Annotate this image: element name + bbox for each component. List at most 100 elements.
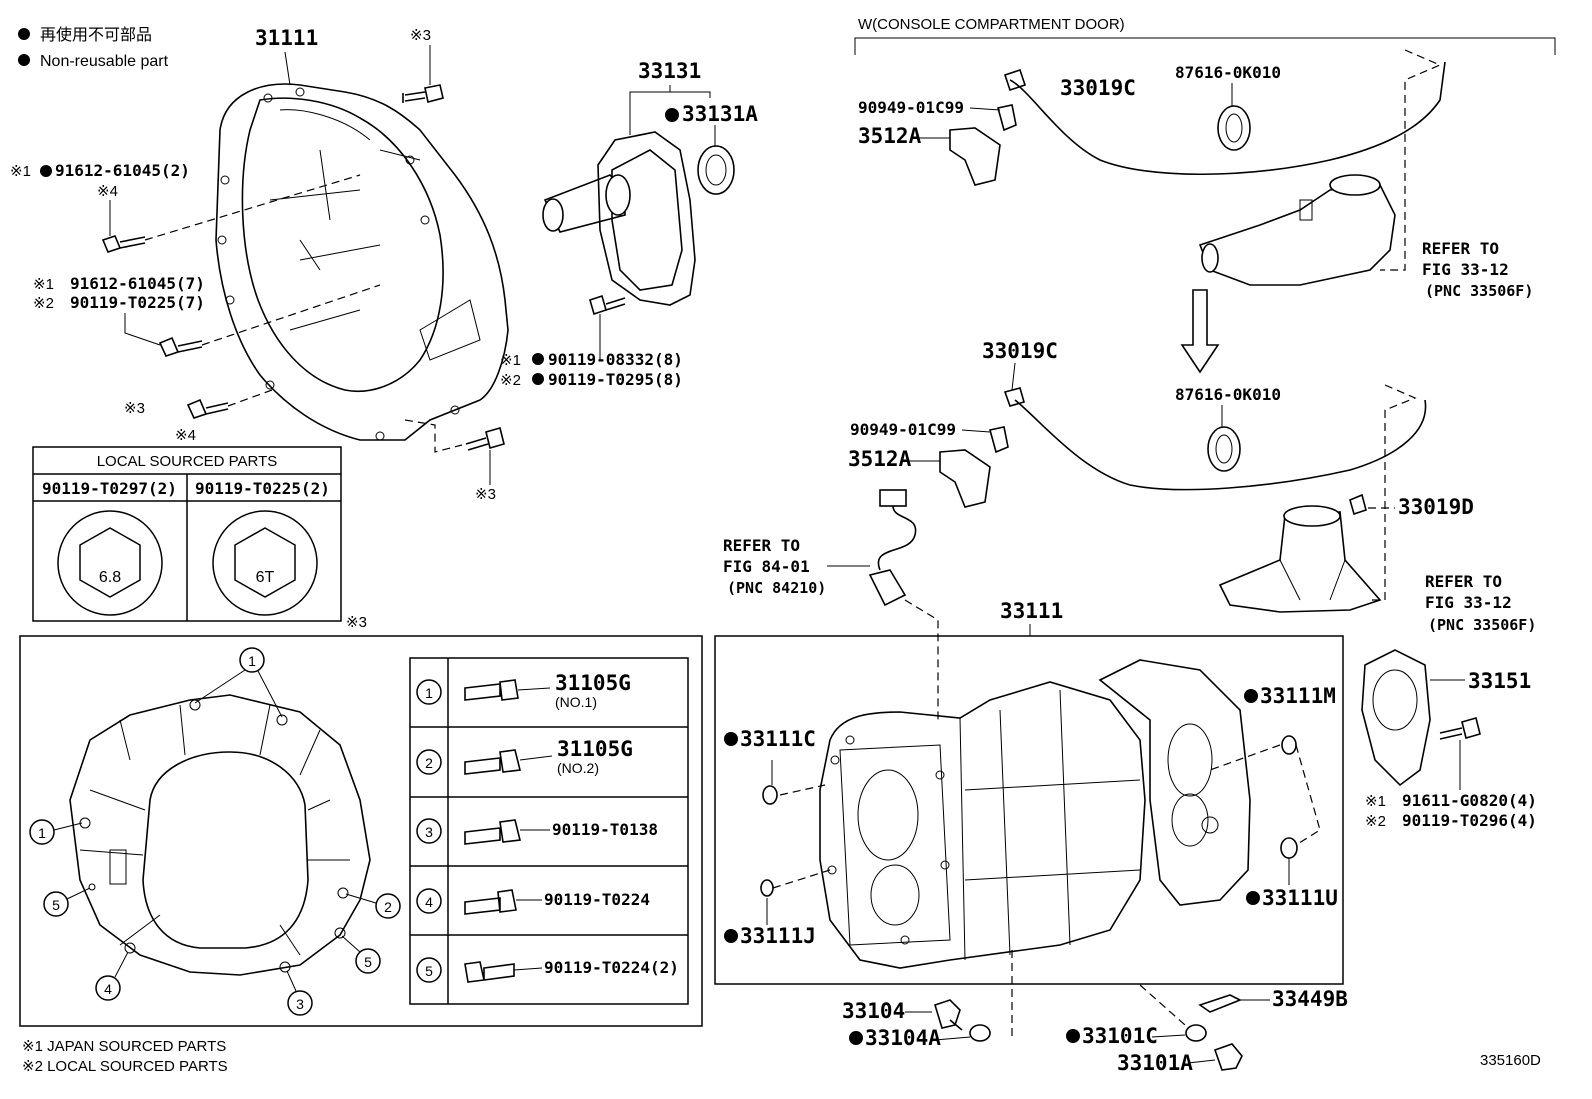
bell-housing-31111[interactable] — [215, 83, 509, 441]
label-91611: 91611-G0820(4) — [1402, 791, 1537, 810]
cable-33019C-mid[interactable] — [1003, 387, 1427, 491]
label-33104: 33104 — [842, 999, 905, 1023]
bolt-left-1-icon — [101, 235, 146, 253]
svg-text:5: 5 — [52, 897, 60, 913]
dowel-33111M[interactable] — [1281, 735, 1297, 755]
figure-id: 335160D — [1480, 1052, 1541, 1069]
bolt-mark-1: 6.8 — [99, 569, 121, 586]
clamp-87616-top[interactable] — [1217, 105, 1251, 151]
label-33131A: 33131A — [682, 102, 758, 126]
label-33151: 33151 — [1468, 669, 1531, 693]
svg-text:3: 3 — [296, 996, 304, 1012]
retainer-33131[interactable] — [542, 131, 696, 306]
dowel-33111C[interactable] — [762, 785, 778, 805]
transmission-case-33111[interactable] — [819, 681, 1146, 969]
label-33101A: 33101A — [1117, 1051, 1193, 1075]
local-parts-col2: 90119-T0225(2) — [195, 479, 330, 498]
gasket-33104A[interactable] — [969, 1024, 991, 1042]
label-90119-T0296: 90119-T0296(4) — [1402, 811, 1537, 830]
svg-text:2: 2 — [425, 755, 433, 771]
bolt-table-row-4: 4 90119-T0224 — [416, 888, 650, 915]
dowel-33111J[interactable] — [760, 879, 774, 897]
plug-33101A[interactable] — [1213, 1043, 1243, 1071]
label-87616-mid: 87616-0K010 — [1175, 385, 1281, 404]
non-reusable-dot-icon — [1246, 891, 1260, 905]
mark2-d: ※2 — [1365, 813, 1386, 830]
mark2-b: ※2 — [33, 295, 54, 312]
label-90949-top: 90949-01C99 — [858, 98, 964, 117]
oil-seal-33131A[interactable] — [697, 145, 735, 195]
refer-left-1: REFER TO — [723, 536, 800, 555]
bolt-head-circle-icon — [57, 510, 163, 616]
bolt-row1-sub: (NO.1) — [555, 694, 597, 710]
bolt-row5-part: 90119-T0224(2) — [544, 958, 679, 977]
note4-a: ※4 — [97, 183, 118, 200]
label-33019D: 33019D — [1398, 495, 1474, 519]
cover-33151[interactable] — [1361, 649, 1431, 787]
label-90119-08332: 90119-08332(8) — [548, 350, 683, 369]
label-3512A-top: 3512A — [858, 124, 922, 148]
note3-bottom: ※3 — [475, 486, 496, 503]
clip-90949-mid[interactable] — [989, 426, 1009, 454]
label-3512A-mid: 3512A — [848, 447, 912, 471]
bolt-row4-part: 90119-T0224 — [544, 890, 650, 909]
cable-33019C-top[interactable] — [1003, 61, 1446, 176]
gasket-33101C[interactable] — [1185, 1024, 1207, 1042]
refer-top-2: FIG 33-12 — [1422, 260, 1509, 279]
dowel-33111U[interactable] — [1280, 837, 1298, 859]
refer-mid-3: (PNC 33506F) — [1428, 616, 1536, 634]
bolt-top-icon — [402, 84, 444, 103]
mark1-a: ※1 — [10, 163, 31, 180]
non-reusable-dot-icon — [18, 28, 30, 40]
refer-top-1: REFER TO — [1422, 239, 1499, 258]
label-33449B: 33449B — [1272, 987, 1348, 1011]
bolt-33151-icon — [1439, 717, 1481, 740]
extension-plate[interactable] — [1098, 659, 1251, 906]
bracket-3512A-top[interactable] — [949, 127, 1001, 186]
label-33111M: 33111M — [1260, 684, 1336, 708]
clip-90949-top[interactable] — [997, 104, 1017, 132]
svg-text:4: 4 — [104, 981, 112, 997]
bolt-head-circle-icon — [212, 510, 318, 616]
speed-sensor[interactable] — [868, 489, 917, 607]
hex-head-icon — [79, 527, 141, 598]
mark1-c: ※1 — [500, 352, 521, 369]
label-33104A: 33104A — [865, 1026, 941, 1050]
clamp-87616-mid[interactable] — [1207, 426, 1241, 472]
label-91612-2: 91612-61045(2) — [55, 161, 190, 180]
label-33019C-mid: 33019C — [982, 339, 1058, 363]
bolt-table-row-5: 5 90119-T0224(2) — [416, 957, 679, 983]
non-reusable-dot-icon — [849, 1031, 863, 1045]
svg-text:5: 5 — [425, 963, 433, 979]
shift-lever-housing-top[interactable] — [1198, 174, 1396, 286]
bolt-table — [409, 657, 689, 1005]
non-reusable-dot-icon — [1244, 689, 1258, 703]
mark2-c: ※2 — [500, 372, 521, 389]
non-reusable-dot-icon — [18, 54, 30, 66]
bracket-3512A-mid[interactable] — [939, 449, 991, 508]
bolt-table-row-2: 2 31105G (NO.2) — [416, 737, 633, 776]
housing-front-view[interactable] — [69, 694, 371, 976]
shift-lever-housing-mid[interactable] — [1218, 505, 1382, 613]
svg-text:3: 3 — [425, 824, 433, 840]
svg-text:2: 2 — [384, 899, 392, 915]
bolt-table-row-1: 1 31105G (NO.1) — [416, 671, 631, 710]
console-note: W(CONSOLE COMPARTMENT DOOR) — [858, 16, 1125, 33]
svg-text:1: 1 — [38, 825, 46, 841]
bracket-33449B[interactable] — [1198, 994, 1242, 1013]
footnote-1: ※1 JAPAN SOURCED PARTS — [22, 1038, 226, 1055]
svg-text:1: 1 — [248, 653, 256, 669]
label-33111: 33111 — [1000, 599, 1063, 623]
footnote-2: ※2 LOCAL SOURCED PARTS — [22, 1058, 228, 1075]
plug-33104[interactable] — [934, 999, 963, 1031]
refer-mid-1: REFER TO — [1425, 572, 1502, 591]
refer-mid-2: FIG 33-12 — [1425, 593, 1512, 612]
label-33019C-top: 33019C — [1060, 76, 1136, 100]
non-reusable-dot-icon — [532, 353, 544, 365]
bolt-left-3-icon — [186, 398, 229, 419]
housing-bolt-panel — [19, 635, 703, 1027]
label-90119-T0295: 90119-T0295(8) — [548, 370, 683, 389]
label-33111J: 33111J — [740, 924, 816, 948]
arrow-down-icon — [1180, 289, 1220, 374]
fitting-33019D[interactable] — [1349, 493, 1367, 516]
